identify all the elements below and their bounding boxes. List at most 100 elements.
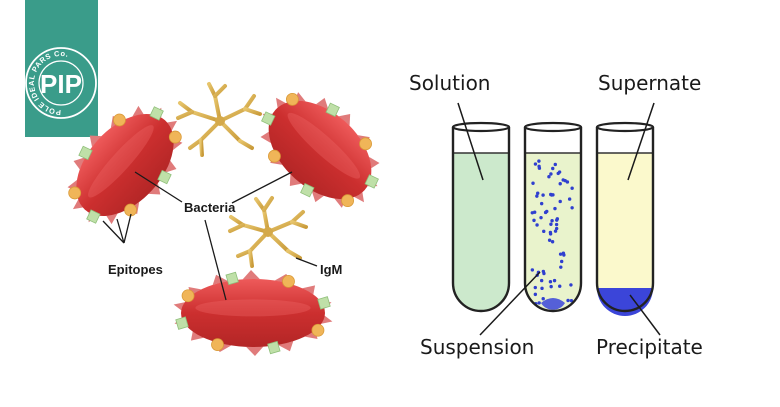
suspension-particle xyxy=(537,159,541,163)
tube-outline xyxy=(451,127,511,313)
suspension-particle xyxy=(536,191,540,195)
suspension-particle xyxy=(537,164,541,169)
bacterium-bottom xyxy=(173,270,333,356)
suspension-particle xyxy=(558,284,562,288)
suspension-particle xyxy=(552,278,557,283)
suspension-particle xyxy=(555,217,560,221)
suspension-particle xyxy=(558,182,562,186)
epitope-square xyxy=(86,209,101,224)
bacteria-diagram xyxy=(67,82,380,356)
epitope-round xyxy=(268,149,281,163)
company-logo: POLE IDEAL PARS Co. PIP xyxy=(25,0,98,137)
cell-spike xyxy=(289,174,302,187)
suspension-particle xyxy=(540,286,544,291)
cell-body xyxy=(268,100,372,200)
cell-spike xyxy=(242,270,260,280)
epitope-square xyxy=(78,145,93,161)
tube-rim xyxy=(523,121,583,133)
cell-spike xyxy=(89,135,102,147)
test-tubes-diagram xyxy=(451,121,655,316)
suspension-particle xyxy=(570,206,574,210)
epitope-round xyxy=(211,338,224,351)
tube-liquid xyxy=(597,153,653,311)
suspension-particle xyxy=(561,251,566,255)
cell-spike xyxy=(316,97,329,110)
bacterium-left xyxy=(67,105,183,225)
suspension-tube xyxy=(523,121,583,313)
cell-highlight xyxy=(287,112,361,179)
bacterium-right xyxy=(260,92,380,208)
bacteria-leaders xyxy=(102,171,318,301)
suspension-particle xyxy=(551,166,555,171)
suspension-particle xyxy=(535,223,539,227)
tube-leaders xyxy=(457,102,661,336)
suspension-particle xyxy=(533,292,538,297)
epitope-round xyxy=(359,137,372,151)
suspension-particle xyxy=(541,193,545,197)
supernate-tube xyxy=(595,121,655,316)
suspension-particle xyxy=(550,219,554,223)
suspension-particle xyxy=(533,285,537,290)
cell-spike xyxy=(311,190,324,203)
epitope-round xyxy=(168,130,182,144)
tube-rim xyxy=(595,121,655,133)
epitope-round xyxy=(341,194,355,208)
suspension-particle xyxy=(539,215,543,220)
suspension-particle xyxy=(553,229,558,233)
suspension-particle xyxy=(550,240,555,244)
cell-spike xyxy=(190,331,204,341)
suspension-particle xyxy=(556,171,560,176)
epitope-square xyxy=(225,271,239,286)
igm-label: IgM xyxy=(320,262,342,277)
epitope-square xyxy=(267,340,281,355)
tube-liquid xyxy=(453,153,509,311)
suspension-particle xyxy=(563,178,567,183)
cell-spike xyxy=(167,120,178,131)
epitope-square xyxy=(317,296,331,310)
suspension-particle xyxy=(532,210,537,214)
tube-rim xyxy=(451,121,511,133)
epitope-round xyxy=(113,113,126,127)
suspension-particle xyxy=(547,175,551,179)
suspension-particle xyxy=(535,194,539,198)
suspension-particle xyxy=(553,162,557,167)
epitope-square xyxy=(157,169,172,185)
epitope-round xyxy=(285,92,299,106)
cell-spike xyxy=(338,113,351,126)
cell-highlight xyxy=(88,125,154,198)
epitope-square xyxy=(325,102,340,118)
cell-spike xyxy=(302,285,316,295)
suspension-particle xyxy=(532,218,536,223)
cell-spike xyxy=(369,156,380,169)
cell-spike xyxy=(354,192,365,203)
epitope-round xyxy=(68,186,82,200)
epitope-round xyxy=(282,275,295,288)
suspension-particle xyxy=(539,201,544,206)
suspension-particle xyxy=(548,280,553,284)
tube-liquid xyxy=(525,153,581,311)
igm-antibody-top xyxy=(176,82,262,157)
epitope-round xyxy=(124,203,137,217)
suspension-particle xyxy=(530,268,535,272)
precipitate-label: Precipitate xyxy=(596,335,703,359)
suspension-particle xyxy=(549,284,553,289)
suspension-particle xyxy=(553,206,557,211)
cell-spike xyxy=(164,160,177,173)
cell-body xyxy=(76,113,174,217)
suspension-particle xyxy=(547,238,552,242)
suspension-particle xyxy=(559,259,564,264)
cell-spike xyxy=(106,213,118,225)
solution-tube xyxy=(451,121,511,313)
cell-highlight xyxy=(195,299,311,317)
cell-body xyxy=(181,279,325,347)
suspension-particle xyxy=(569,298,574,303)
suspension-particle xyxy=(567,197,572,201)
cell-spike xyxy=(275,97,286,108)
epitope-square xyxy=(149,106,164,121)
suspension-particle xyxy=(569,283,573,287)
supernate-label: Supernate xyxy=(598,71,701,95)
cell-spike xyxy=(72,199,83,210)
tube-outline xyxy=(595,127,655,313)
suspension-particle xyxy=(558,199,562,204)
